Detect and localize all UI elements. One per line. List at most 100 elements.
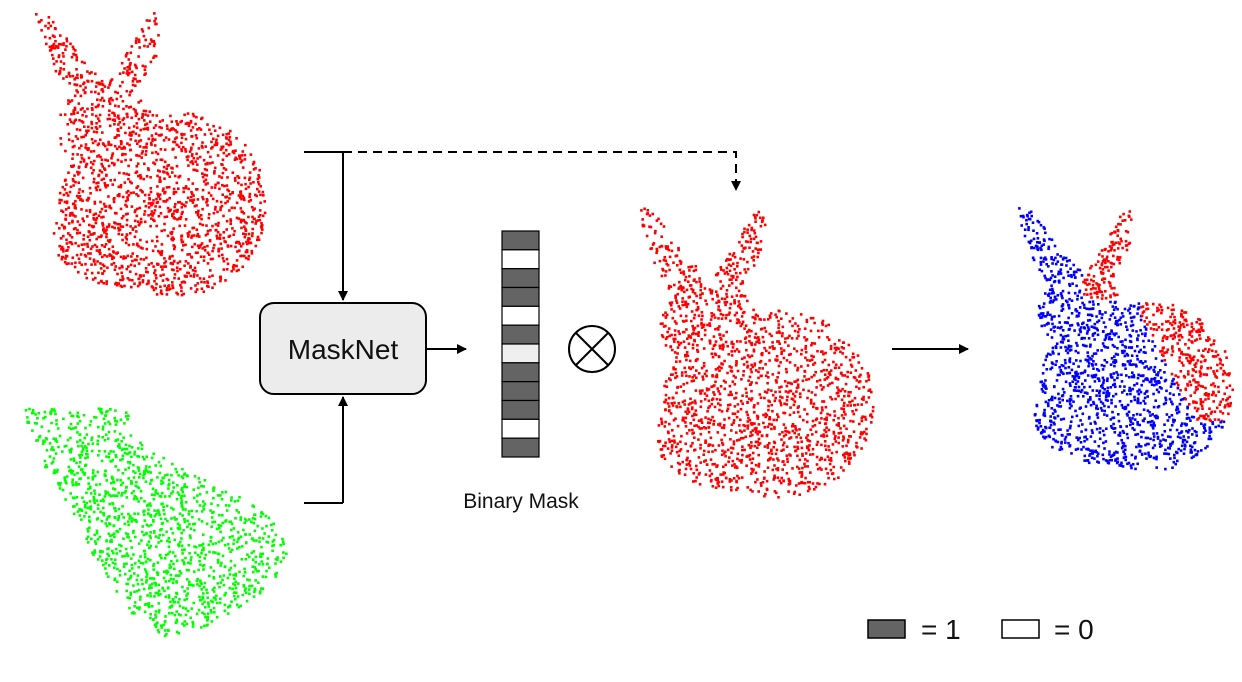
masked-point (844, 355, 848, 359)
source-point (68, 214, 72, 217)
result-point (1049, 367, 1052, 371)
template-point (80, 518, 83, 521)
result-point (1044, 435, 1048, 439)
masked-point (743, 230, 746, 234)
masked-point (780, 438, 783, 441)
template-point (201, 542, 205, 546)
source-point (141, 279, 145, 282)
template-point (130, 446, 134, 449)
source-point (124, 131, 127, 135)
result-point (1204, 429, 1207, 432)
source-point (189, 287, 193, 290)
template-point (216, 561, 220, 564)
masked-point (727, 403, 730, 407)
source-point (67, 222, 71, 225)
template-point (209, 540, 212, 543)
template-point (248, 578, 251, 582)
source-point (147, 263, 151, 266)
masked-point (668, 409, 671, 412)
template-point (272, 522, 275, 526)
template-point (230, 548, 234, 552)
masked-point (809, 402, 813, 405)
masked-point (668, 334, 671, 338)
masked-point (774, 358, 777, 361)
source-point (188, 230, 191, 234)
source-point (176, 143, 179, 147)
source-point (250, 205, 254, 209)
template-point (68, 411, 72, 415)
template-point (67, 465, 71, 469)
template-point (155, 571, 159, 574)
masked-point (834, 377, 838, 380)
masked-point (746, 240, 750, 244)
source-point (141, 150, 144, 153)
template-point (160, 539, 163, 543)
source-point (152, 44, 156, 48)
source-point (196, 163, 199, 166)
source-point (185, 275, 188, 278)
masked-point (698, 280, 701, 283)
masked-point (684, 275, 688, 279)
masked-point (711, 297, 714, 301)
masked-point (790, 337, 794, 340)
masked-point (681, 286, 685, 289)
masked-point (703, 328, 707, 332)
template-point (175, 630, 179, 634)
masked-point (713, 462, 716, 466)
masked-point (843, 374, 847, 377)
masked-point (802, 418, 805, 422)
masked-point (660, 334, 664, 337)
source-point (129, 191, 133, 195)
source-point (220, 204, 224, 208)
template-point (49, 410, 53, 414)
template-point (202, 508, 206, 511)
source-point (169, 114, 172, 118)
source-point (63, 260, 67, 264)
masked-point (709, 290, 713, 293)
source-point (206, 123, 209, 126)
masked-point (729, 369, 733, 373)
template-point (158, 471, 162, 475)
source-point (233, 176, 237, 180)
masked-point (742, 423, 745, 427)
source-point (170, 230, 174, 234)
source-point (101, 224, 105, 227)
source-point (147, 202, 151, 205)
masked-point (750, 354, 754, 358)
source-point (97, 154, 101, 157)
template-point (253, 517, 257, 521)
source-point (214, 141, 218, 144)
masked-point (684, 410, 687, 414)
masked-point (810, 391, 814, 394)
masked-point (735, 362, 738, 365)
template-point (146, 594, 149, 597)
masked-point (702, 453, 705, 456)
source-point (203, 133, 207, 136)
source-point (127, 243, 131, 247)
source-point (256, 238, 259, 242)
source-point (86, 70, 89, 73)
masked-point (717, 328, 720, 331)
template-point (34, 413, 37, 416)
source-point (159, 148, 163, 151)
masked-point (806, 446, 809, 450)
masked-point (856, 446, 859, 449)
source-point (161, 268, 164, 271)
masked-point (855, 379, 859, 382)
template-point (81, 496, 84, 499)
source-point (149, 201, 153, 205)
source-point (183, 264, 186, 267)
masked-point (701, 389, 704, 392)
template-point (173, 516, 176, 519)
source-point (74, 261, 77, 265)
template-point (179, 572, 183, 575)
masked-point (661, 335, 665, 339)
template-point (109, 460, 112, 463)
template-point (164, 517, 167, 521)
masked-point (718, 424, 722, 427)
source-point (143, 210, 147, 213)
masked-point (860, 403, 863, 406)
template-point (95, 483, 98, 486)
source-point (171, 167, 174, 170)
template-point (261, 512, 265, 516)
